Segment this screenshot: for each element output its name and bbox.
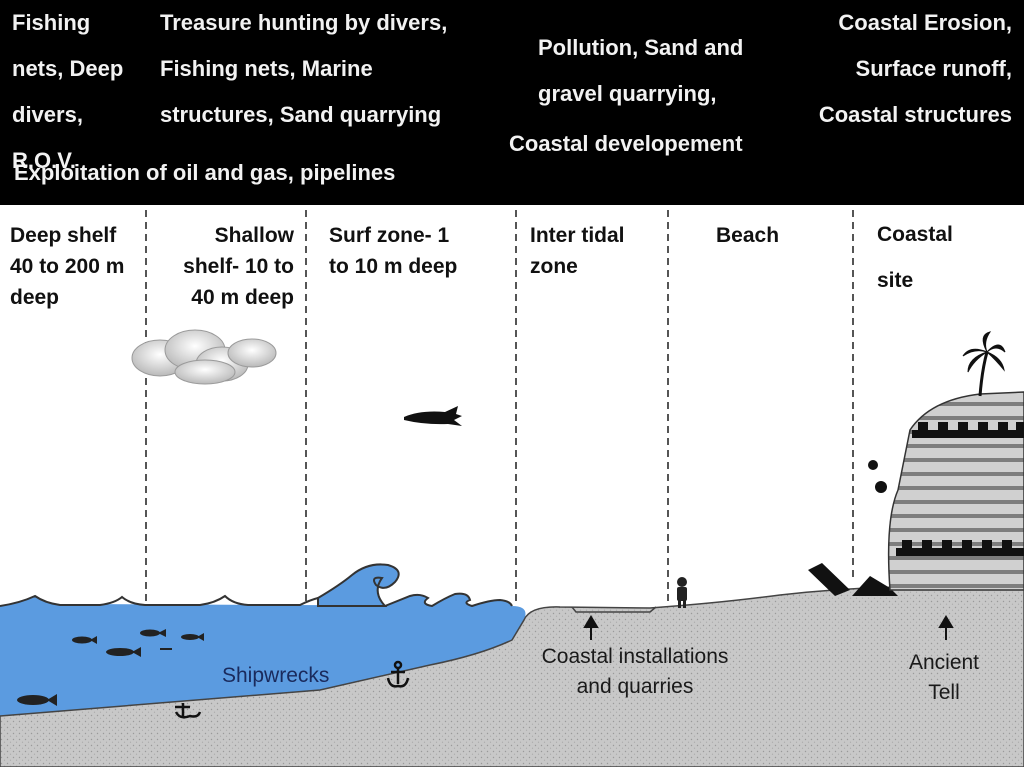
palm-tree-icon: [962, 331, 1006, 397]
cloud-icon: [131, 329, 277, 385]
arrow-up-icon: [583, 615, 954, 640]
label-shipwrecks: Shipwrecks: [222, 664, 330, 687]
zone-label-beach: Beach: [716, 224, 780, 247]
threat-coastal: Coastal Erosion, Surface runoff, Coastal…: [818, 10, 1012, 127]
threat-intertidal: Pollution, Sand and gravel quarrying,: [538, 35, 744, 106]
zone-label-deep-shelf: Deep shelf 40 to 200 m deep: [10, 224, 125, 309]
anchor-icon: [174, 660, 410, 719]
threat-deep-shelf: Fishing nets, Deep divers, R.O.V.: [12, 10, 124, 173]
zone-label-shallow-shelf: Shallow shelf- 10 to 40 m deep: [183, 224, 294, 309]
threat-coastal-development: Coastal developement: [509, 131, 743, 156]
threats-header: Fishing nets, Deep divers, R.O.V. Treasu…: [0, 0, 1024, 205]
zone-dividers: [145, 210, 854, 606]
ruins-debris: [808, 460, 898, 596]
zone-label-coastal-site: Coastal site: [877, 223, 953, 292]
threat-shallow-shelf: Treasure hunting by divers, Fishing nets…: [160, 10, 448, 127]
zone-label-intertidal: Inter tidal zone: [530, 224, 625, 278]
fish-school: [17, 629, 204, 706]
ancient-tell-mound: [887, 391, 1024, 591]
airplane-icon: [404, 406, 462, 426]
sea-surface: [0, 594, 319, 607]
diver-icon: [677, 577, 687, 608]
coastal-zone-diagram: Deep shelf 40 to 200 m deep Shallow shel…: [0, 205, 1024, 767]
threat-oil-gas: Exploitation of oil and gas, pipelines: [14, 160, 396, 185]
surf-wave-large: [317, 563, 400, 607]
zone-label-surf-zone: Surf zone- 1 to 10 m deep: [329, 224, 458, 278]
intertidal-trench: [571, 606, 657, 613]
sea-water: [0, 595, 526, 716]
diagram-art: [0, 210, 1024, 767]
label-ancient-tell: Ancient Tell: [908, 651, 980, 704]
surf-wave-small: [384, 592, 513, 608]
label-coastal-installations: Coastal installations and quarries: [541, 645, 729, 698]
